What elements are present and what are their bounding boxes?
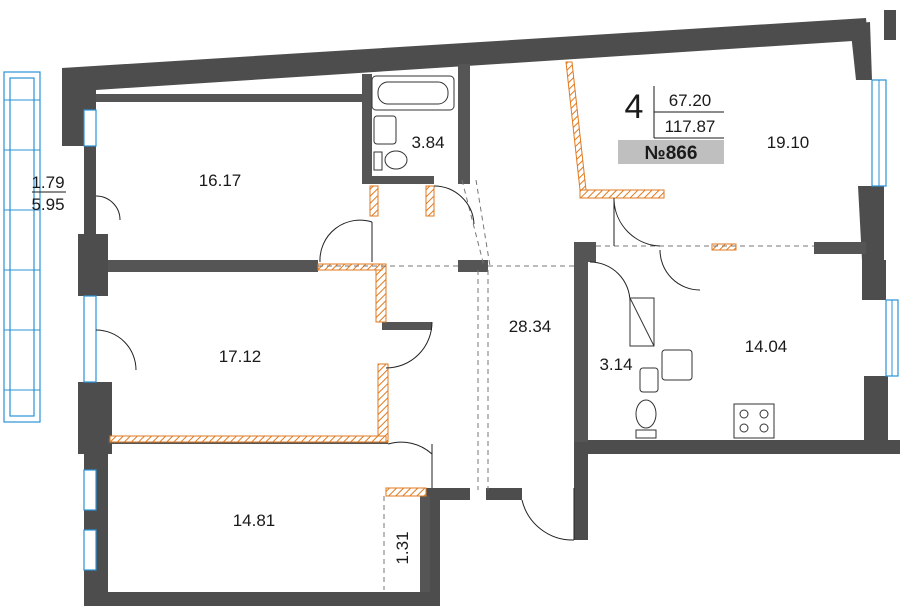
balcony-glazing-inner [9, 77, 35, 417]
room-area-bathroom-small: 3.14 [599, 355, 632, 374]
room-labels: 16.17 3.84 19.10 17.12 28.34 3.14 14.04 … [199, 133, 810, 565]
living-area: 67.20 [669, 91, 712, 110]
room-area-bedroom-middle-left: 17.12 [219, 347, 262, 366]
room-area-kitchen: 14.04 [745, 337, 788, 356]
apartment-number: №866 [645, 143, 698, 164]
room-area-hall: 28.34 [509, 317, 552, 336]
fixtures [371, 75, 775, 439]
stove-icon [733, 403, 775, 439]
rooms-count: 4 [625, 88, 644, 126]
toilet-icon [384, 150, 408, 170]
balcony-area-top: 1.79 [31, 173, 64, 192]
room-area-wardrobe: 1.31 [393, 531, 412, 564]
room-area-bedroom-bottom-left: 14.81 [233, 511, 276, 530]
balcony: 1.79 5.95 [3, 71, 66, 423]
sink-icon [373, 115, 397, 145]
apartment-info: 4 67.20 117.87 №866 [618, 86, 724, 164]
room-area-living-room: 19.10 [767, 133, 810, 152]
partitions [109, 61, 737, 497]
interior-walls [96, 64, 866, 592]
right-windows [83, 79, 899, 571]
sink-2-icon [661, 349, 693, 381]
toilet-2-icon [635, 399, 657, 429]
dashed-openings [318, 179, 814, 590]
balcony-area-bottom: 5.95 [31, 195, 64, 214]
room-area-bathroom-top: 3.84 [411, 133, 444, 152]
total-area: 117.87 [665, 117, 716, 136]
room-area-bedroom-top-left: 16.17 [199, 171, 242, 190]
doors [95, 185, 701, 541]
apartment-number-badge [618, 140, 724, 164]
